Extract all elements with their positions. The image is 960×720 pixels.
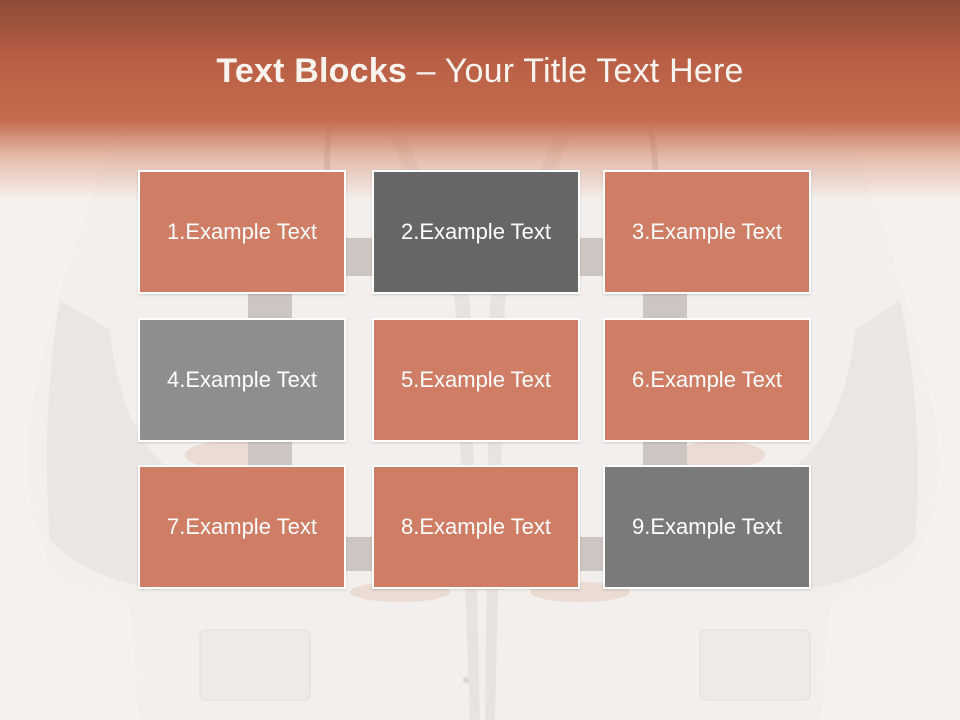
text-block-9-label: 9.Example Text <box>631 514 782 539</box>
text-block-1[interactable]: 1.Example Text <box>138 170 346 294</box>
text-block-6-label: 6.Example Text <box>631 367 782 392</box>
text-block-5[interactable]: 5.Example Text <box>372 318 580 442</box>
text-block-3[interactable]: 3.Example Text <box>603 170 811 294</box>
connector <box>580 238 603 276</box>
text-block-5-label: 5.Example Text <box>400 367 551 392</box>
connector <box>346 537 372 571</box>
text-block-7-label: 7.Example Text <box>166 514 317 539</box>
text-block-8-label: 8.Example Text <box>400 514 551 539</box>
text-block-2-label: 2.Example Text <box>400 219 551 244</box>
text-block-6[interactable]: 6.Example Text <box>603 318 811 442</box>
connector <box>643 442 687 465</box>
text-block-grid: 1.Example Text 2.Example Text 3.Example … <box>138 170 816 594</box>
text-block-7[interactable]: 7.Example Text <box>138 465 346 589</box>
text-block-9[interactable]: 9.Example Text <box>603 465 811 589</box>
slide-title: Text Blocks – Your Title Text Here <box>0 52 960 91</box>
header-band <box>0 0 960 200</box>
connector <box>643 294 687 318</box>
text-block-1-label: 1.Example Text <box>166 219 317 244</box>
title-light-part: Your Title Text Here <box>444 52 744 90</box>
text-block-4[interactable]: 4.Example Text <box>138 318 346 442</box>
text-block-3-label: 3.Example Text <box>631 219 782 244</box>
text-block-8[interactable]: 8.Example Text <box>372 465 580 589</box>
text-block-2[interactable]: 2.Example Text <box>372 170 580 294</box>
title-dash: – <box>406 52 445 90</box>
connector <box>346 238 372 276</box>
text-block-4-label: 4.Example Text <box>166 367 317 392</box>
connector <box>248 442 292 465</box>
connector <box>580 537 603 571</box>
title-bold-part: Text Blocks <box>216 52 407 90</box>
connector <box>248 294 292 318</box>
